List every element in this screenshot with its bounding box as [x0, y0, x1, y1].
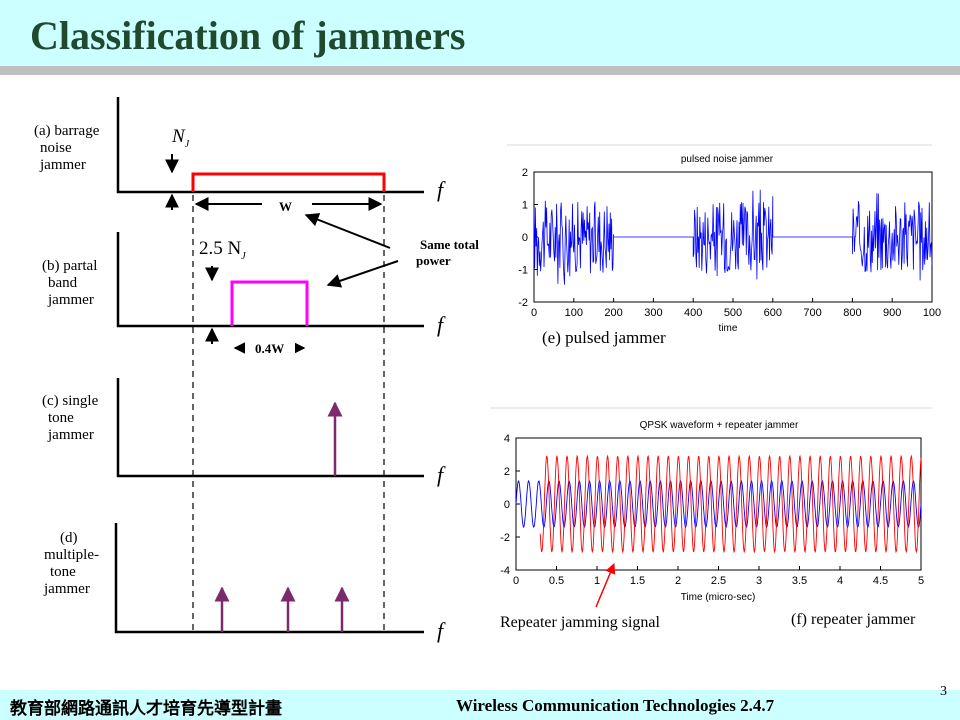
panel-barrage [116, 97, 424, 217]
slide-title: Classification of jammers [30, 13, 466, 58]
x-tick-label: 700 [803, 307, 821, 319]
same-power-label: Same total power [416, 237, 479, 268]
barrage-axes [116, 97, 424, 194]
x-tick-label: 800 [843, 307, 861, 319]
header-divider [0, 66, 960, 75]
y-tick-label: -2 [518, 297, 528, 309]
page-number: 3 [940, 684, 947, 699]
x-tick-label: 400 [684, 307, 702, 319]
bandwidth-label-box [262, 195, 312, 217]
pulsed-x-ticks: 0 100 200 300 400 500 600 700 800 900 100 [531, 298, 941, 319]
x-tick-label: 4.5 [873, 575, 888, 587]
repeater-annotation-arrow [595, 563, 616, 608]
x-tick-label: 200 [604, 307, 622, 319]
x-tick-label: 4 [837, 575, 843, 587]
y-tick-label: 2 [522, 167, 528, 179]
pulsed-plot: pulsed noise jammer 2 1 0 -1 -2 0 100 200 300 40… [507, 144, 941, 347]
y-tick-label: -4 [500, 565, 510, 577]
panel-single-tone [116, 378, 424, 478]
x-tick-label: 0 [531, 307, 537, 319]
x-tick-label: 1 [594, 575, 600, 587]
x-tick-label: 2 [675, 575, 681, 587]
x-tick-label: 2.5 [711, 575, 726, 587]
noise-density-25-label: 2.5 NJ [199, 238, 246, 262]
footer-course: Wireless Communication Technologies 2.4.… [456, 696, 775, 715]
partial-width-label-box [245, 338, 295, 360]
repeater-y-ticks: 4 2 0 -2 -4 [500, 433, 520, 577]
repeater-annotation: Repeater jamming signal [500, 614, 661, 631]
panel-multiple-tone [114, 523, 424, 634]
x-tick-label: 300 [644, 307, 662, 319]
repeater-plot-title: QPSK waveform + repeater jammer [640, 420, 799, 431]
x-tick-label: 5 [918, 575, 924, 587]
x-tick-label: 3 [756, 575, 762, 587]
title-bar: Classification of jammers [0, 0, 960, 66]
repeater-caption: (f) repeater jammer [791, 611, 916, 628]
y-tick-label: 0 [522, 232, 528, 244]
footer-bar: 教育部網路通訊人才培育先導型計畫 Wireless Communication … [0, 684, 960, 720]
x-tick-label: 100 [565, 307, 583, 319]
noise-density-label: NJ [172, 126, 190, 150]
pulsed-series [533, 189, 933, 285]
pulsed-x-label: time [719, 323, 738, 334]
frequency-label: f [437, 312, 444, 337]
frequency-label: f [437, 177, 444, 202]
pulsed-caption: (e) pulsed jammer [542, 328, 666, 347]
x-tick-label: 500 [724, 307, 742, 319]
bandwidth-04w-label: 0.4W [255, 341, 285, 356]
repeater-jammer-line [539, 454, 922, 554]
partial-axes [116, 232, 424, 328]
partial-spectrum [230, 280, 309, 326]
footer-organization: 教育部網路通訊人才培育先導型計畫 [10, 699, 282, 719]
pulsed-plot-title: pulsed noise jammer [681, 154, 774, 165]
multi-tone-axes [114, 523, 424, 634]
barrage-label: (a) barrage noise jammer [34, 123, 100, 173]
repeater-x-ticks: 0 0.5 1 1.5 2 2.5 3 3.5 4 4.5 5 [513, 566, 924, 587]
x-tick-label: 100 [923, 307, 941, 319]
y-tick-label: 2 [504, 466, 510, 478]
power-pointer-2 [326, 260, 399, 288]
repeater-plot: QPSK waveform + repeater jammer 420-2-4 … [490, 407, 932, 631]
bandwidth-w-label: W [279, 199, 292, 214]
frequency-label: f [437, 618, 444, 643]
single-tone-label: (c) single tone jammer [42, 393, 99, 443]
multiple-tone-label: (d) multiple- tone jammer [44, 530, 99, 597]
y-tick-label: 1 [522, 200, 528, 212]
x-tick-label: 600 [764, 307, 782, 319]
partial-band-label: (b) partal band jammer [42, 258, 98, 308]
x-tick-label: 900 [883, 307, 901, 319]
barrage-spectrum [191, 172, 386, 192]
power-pointer-1 [304, 213, 391, 249]
repeater-series [515, 454, 922, 554]
single-tone-axes [116, 378, 424, 478]
pulsed-noise-line [533, 189, 933, 285]
panel-partial-band [116, 232, 424, 360]
y-tick-label: -2 [500, 532, 510, 544]
x-tick-label: 0.5 [549, 575, 564, 587]
qpsk-waveform-line [515, 479, 922, 529]
y-tick-label: 0 [504, 499, 510, 511]
y-tick-label: 4 [504, 433, 510, 445]
x-tick-label: 3.5 [792, 575, 807, 587]
repeater-x-label: Time (micro-sec) [681, 592, 756, 603]
frequency-label: f [437, 462, 444, 487]
y-tick-label: -1 [518, 265, 528, 277]
x-tick-label: 1.5 [630, 575, 645, 587]
x-tick-label: 0 [513, 575, 519, 587]
